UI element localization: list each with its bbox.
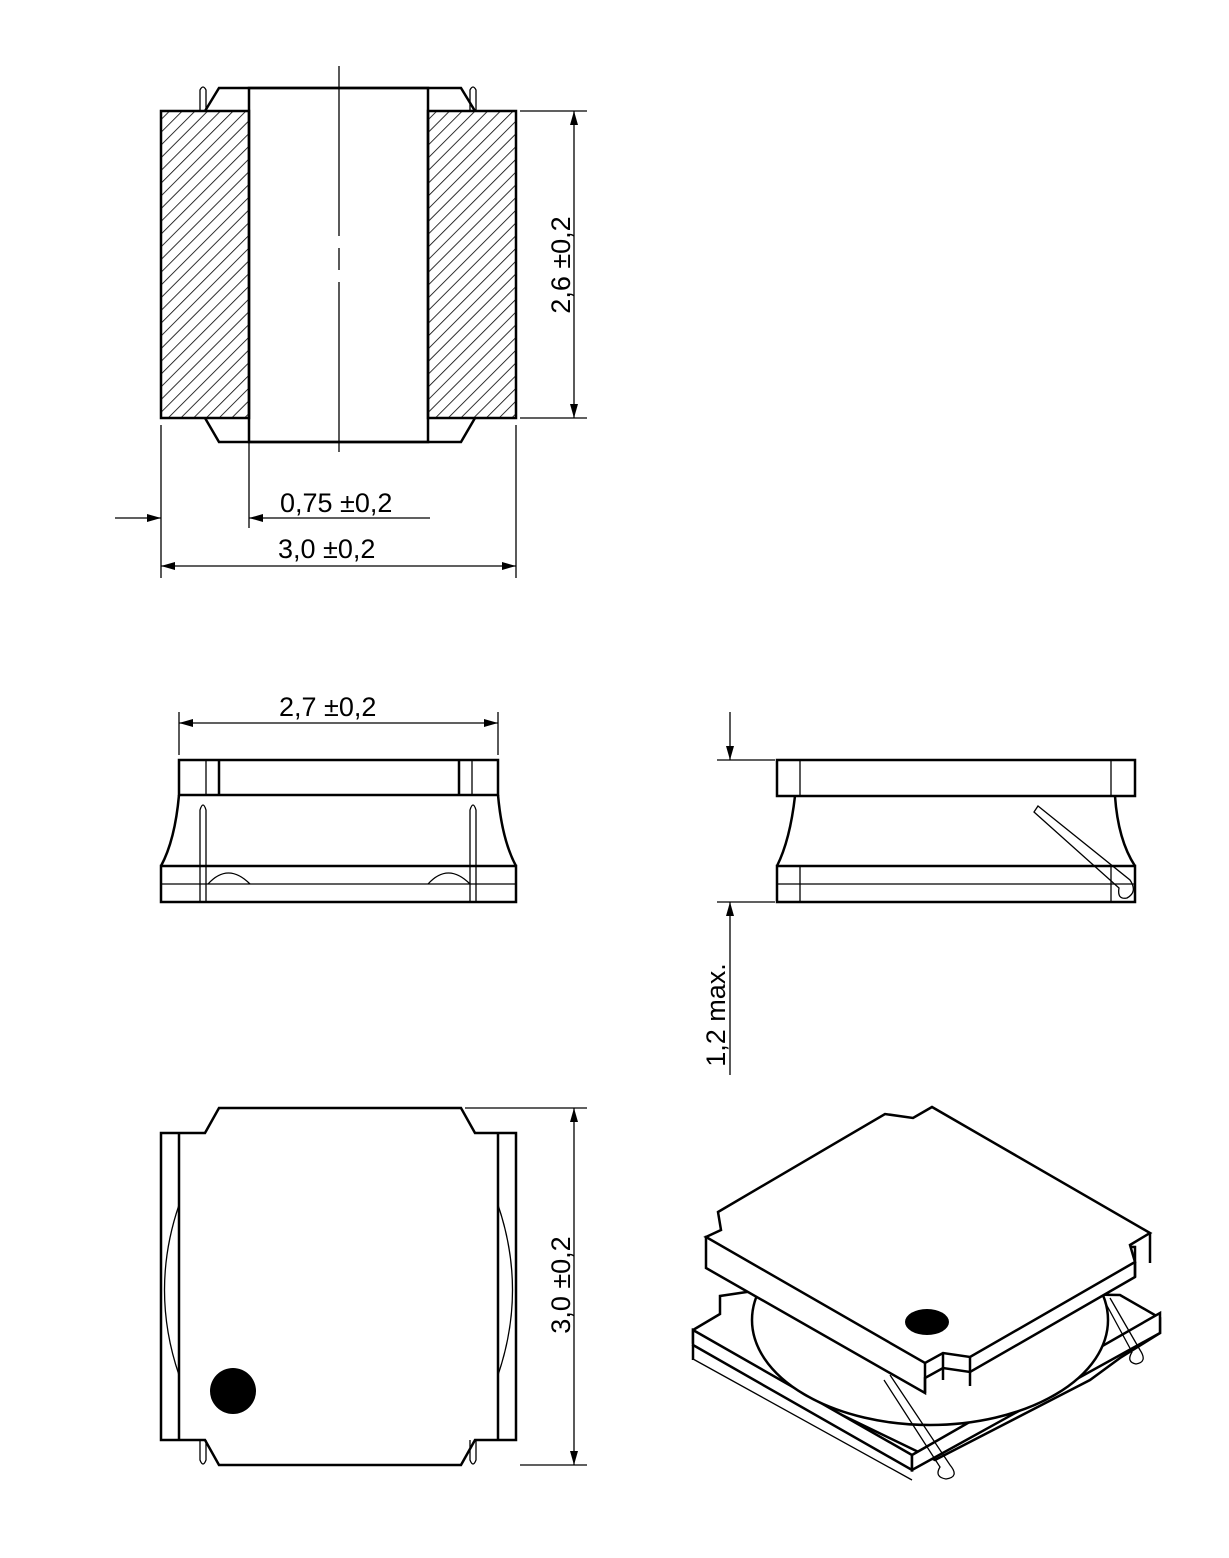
dim-width-section: 3,0 ±0,2 <box>278 534 375 564</box>
front-view: 2,7 ±0,2 <box>159 692 518 904</box>
dim-width-front: 2,7 ±0,2 <box>279 692 376 722</box>
top-view: 3,0 ±0,2 <box>159 1106 587 1467</box>
dim-height-section: 2,6 ±0,2 <box>546 216 576 313</box>
dim-electrode-width: 0,75 ±0,2 <box>280 488 392 518</box>
polarity-dot <box>210 1368 256 1414</box>
winding-right-hatched <box>426 109 518 420</box>
dim-height-max: 1,2 max. <box>701 963 731 1067</box>
isometric-view <box>691 1105 1162 1481</box>
side-view: 1,2 max. <box>701 712 1137 1075</box>
polarity-dot-iso <box>905 1309 949 1335</box>
winding-left-hatched <box>159 109 251 420</box>
dim-length-top: 3,0 ±0,2 <box>546 1236 576 1333</box>
section-view: 2,6 ±0,2 0,75 ±0,2 3,0 ±0,2 <box>115 66 587 578</box>
